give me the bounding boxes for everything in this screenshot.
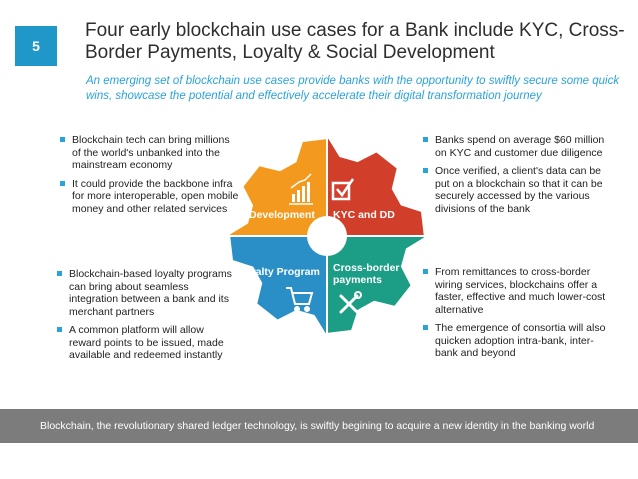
bullet-square-icon — [60, 180, 65, 186]
shopping-cart-icon — [286, 287, 314, 312]
bullet-square-icon — [423, 137, 428, 142]
gear-hub — [307, 216, 347, 256]
footer-banner: Blockchain, the revolutionary shared led… — [0, 409, 638, 443]
gear-diagram — [229, 138, 425, 334]
tools-icon — [339, 291, 362, 314]
development-bullets: Blockchain tech can bring millions of th… — [60, 134, 240, 221]
development-label: Development — [249, 209, 315, 221]
bullet-square-icon — [423, 168, 428, 173]
bullet-item: It could provide the backbone infra for … — [60, 178, 240, 216]
kyc-bullets: Banks spend on average $60 million on KY… — [423, 134, 615, 221]
bullet-item: The emergence of consortia will also qui… — [423, 322, 615, 360]
bar-chart-icon — [289, 173, 313, 205]
bullet-item: Banks spend on average $60 million on KY… — [423, 134, 615, 159]
bullet-item: From remittances to cross-border wiring … — [423, 266, 615, 316]
loyalty-segment — [230, 236, 327, 333]
cross-border-bullets: From remittances to cross-border wiring … — [423, 266, 615, 366]
bullet-square-icon — [57, 327, 62, 332]
bullet-item: Blockchain-based loyalty programs can br… — [57, 268, 235, 318]
slide-title: Four early blockchain use cases for a Ba… — [85, 20, 625, 63]
kyc-segment — [327, 139, 424, 236]
bullet-square-icon — [57, 271, 62, 276]
footer-text: Blockchain, the revolutionary shared led… — [40, 420, 595, 432]
cross-border-label: Cross-border payments — [333, 262, 400, 286]
loyalty-bullets: Blockchain-based loyalty programs can br… — [57, 268, 235, 368]
bullet-item: Once verified, a client's data can be pu… — [423, 165, 615, 215]
kyc-label: KYC and DD — [333, 209, 395, 221]
development-segment — [230, 139, 327, 236]
checkbox-icon — [331, 178, 355, 201]
bullet-square-icon — [60, 137, 65, 142]
loyalty-label: Loyalty Program — [237, 266, 320, 278]
bullet-item: Blockchain tech can bring millions of th… — [60, 134, 240, 172]
bullet-square-icon — [423, 325, 428, 330]
slide-subtitle: An emerging set of blockchain use cases … — [86, 75, 620, 102]
slide-number: 5 — [15, 26, 57, 66]
bullet-item: A common platform will allow reward poin… — [57, 324, 235, 362]
cross-border-segment — [327, 236, 424, 333]
bullet-square-icon — [423, 269, 428, 274]
